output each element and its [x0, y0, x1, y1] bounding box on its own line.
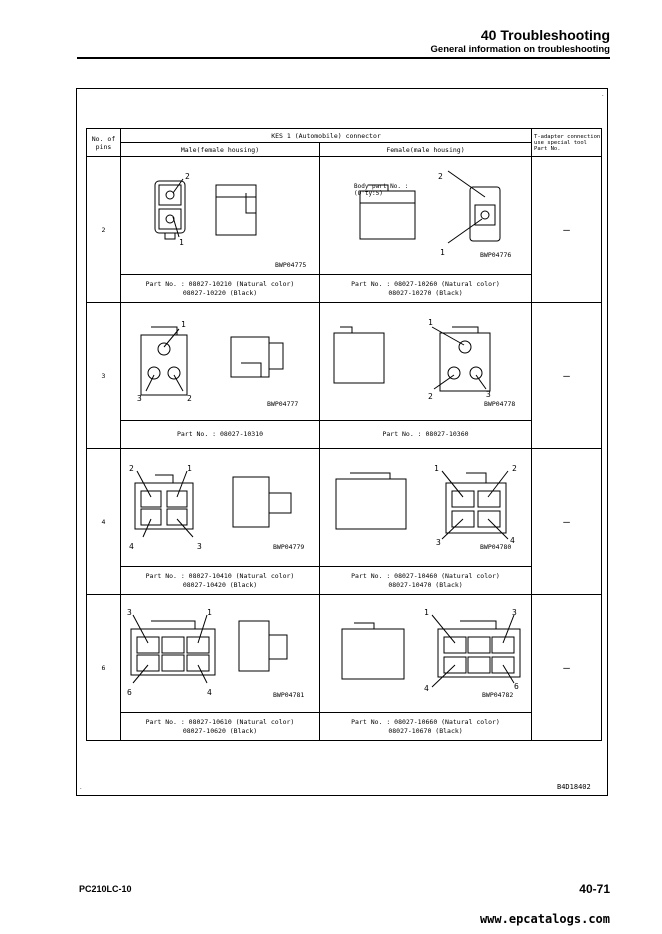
female-3pin-illustration: 1 2 3 — [333, 318, 491, 401]
figure-code: BWP04781 — [273, 691, 305, 699]
svg-text:2: 2 — [428, 392, 433, 401]
pin-count: 2 — [86, 156, 121, 303]
male-2pin-illustration: 2 1 — [154, 172, 257, 247]
svg-text:1: 1 — [181, 320, 186, 329]
svg-text:3: 3 — [197, 542, 202, 551]
female-2pin-illustration: 2 1 — [359, 170, 501, 257]
svg-text:1: 1 — [424, 608, 429, 617]
svg-text:6: 6 — [514, 682, 519, 691]
female-connector-drawing: 2 1 Body part No. : (Q'ty:5) BWP04776 — [318, 156, 533, 275]
connector-table: No. of pins KES 1 (Automobile) connector… — [86, 128, 603, 741]
figure-frame — [76, 88, 608, 796]
connector-row: 3 1 3 2 BWP04777 — [86, 302, 603, 449]
svg-text:2: 2 — [187, 394, 192, 403]
female-part-number: Part No. : 08027-10660 (Natural color) 0… — [318, 712, 533, 741]
female-connector-drawing: 1 2 3 4 BWP04780 — [318, 448, 533, 567]
tool-part-number: — — [531, 156, 603, 303]
svg-text:3: 3 — [486, 390, 491, 399]
figure-code: BWP04775 — [275, 261, 307, 269]
pins-column-header: No. of pins — [86, 128, 121, 157]
svg-text:4: 4 — [207, 688, 212, 697]
female-column-header: Female(male housing) — [318, 142, 533, 157]
female-connector-drawing: 1 3 4 6 BWP04782 — [318, 594, 533, 713]
tool-part-number: — — [531, 448, 603, 595]
male-part-number: Part No. : 08027-10210 (Natural color) 0… — [120, 274, 320, 303]
svg-text:3: 3 — [436, 538, 441, 547]
male-connector-drawing: 3 1 6 4 BWP04781 — [120, 594, 320, 713]
tool-part-number: — — [531, 302, 603, 449]
svg-text:1: 1 — [434, 464, 439, 473]
svg-text:4: 4 — [424, 684, 429, 693]
male-6pin-illustration: 3 1 6 4 — [127, 608, 288, 697]
female-4pin-illustration: 1 2 3 4 — [335, 464, 517, 547]
svg-text:1: 1 — [179, 238, 184, 247]
male-part-number: Part No. : 08027-10610 (Natural color) 0… — [120, 712, 320, 741]
svg-text:6: 6 — [127, 688, 132, 697]
female-connector-drawing: 1 2 3 BWP04778 — [318, 302, 533, 421]
pin-count: 6 — [86, 594, 121, 741]
svg-text:1: 1 — [187, 464, 192, 473]
female-part-number: Part No. : 08027-10460 (Natural color) 0… — [318, 566, 533, 595]
svg-text:4: 4 — [510, 536, 515, 545]
body-part-note: Body part No. : (Q'ty:5) — [354, 183, 409, 197]
male-column-header: Male(female housing) — [120, 142, 320, 157]
website-watermark: www.epcatalogs.com — [479, 912, 610, 926]
connector-row: 2 2 1 BWP04775 — [86, 156, 603, 303]
figure-code: BWP04780 — [480, 543, 512, 551]
female-part-number: Part No. : 08027-10360 — [318, 420, 533, 449]
figure-code: BWP04782 — [482, 691, 514, 699]
figure-code: BWP04779 — [273, 543, 305, 551]
figure-code: BWP04777 — [267, 400, 299, 408]
male-3pin-illustration: 1 3 2 — [137, 320, 284, 403]
svg-text:1: 1 — [428, 318, 433, 327]
corner-mark: . — [602, 92, 604, 98]
svg-text:2: 2 — [512, 464, 517, 473]
connector-row: 6 3 1 6 4 BWP04781 — [86, 594, 603, 741]
svg-text:3: 3 — [512, 608, 517, 617]
male-4pin-illustration: 2 1 4 3 — [129, 464, 292, 551]
pin-count: 4 — [86, 448, 121, 595]
tool-column-header: T-adapter connection use special tool Pa… — [531, 128, 603, 157]
svg-text:3: 3 — [127, 608, 132, 617]
section-subtitle: General information on troubleshooting — [430, 44, 610, 55]
svg-text:3: 3 — [137, 394, 142, 403]
male-connector-drawing: 1 3 2 BWP04777 — [120, 302, 320, 421]
figure-id: B4D18402 — [557, 783, 591, 791]
figure-code: BWP04778 — [484, 400, 516, 408]
page-number: 40-71 — [579, 882, 610, 896]
svg-text:2: 2 — [185, 172, 190, 181]
figure-code: BWP04776 — [480, 251, 512, 259]
model-name: PC210LC-10 — [79, 884, 132, 894]
male-connector-drawing: 2 1 4 3 BWP04779 — [120, 448, 320, 567]
tool-part-number: — — [531, 594, 603, 741]
svg-text:1: 1 — [440, 248, 445, 257]
connector-type-header: KES 1 (Automobile) connector — [119, 128, 533, 143]
svg-text:2: 2 — [129, 464, 134, 473]
header-rule — [77, 57, 610, 59]
svg-text:2: 2 — [438, 172, 443, 181]
section-title: 40 Troubleshooting — [480, 27, 610, 43]
male-connector-drawing: 2 1 BWP04775 — [120, 156, 320, 275]
male-part-number: Part No. : 08027-10410 (Natural color) 0… — [120, 566, 320, 595]
connector-row: 4 2 1 4 3 BWP04779 — [86, 448, 603, 595]
female-6pin-illustration: 1 3 4 6 — [341, 608, 521, 693]
female-part-number: Part No. : 08027-10260 (Natural color) 0… — [318, 274, 533, 303]
svg-text:1: 1 — [207, 608, 212, 617]
male-part-number: Part No. : 08027-10310 — [120, 420, 320, 449]
svg-text:4: 4 — [129, 542, 134, 551]
corner-mark: . — [80, 785, 82, 791]
pin-count: 3 — [86, 302, 121, 449]
